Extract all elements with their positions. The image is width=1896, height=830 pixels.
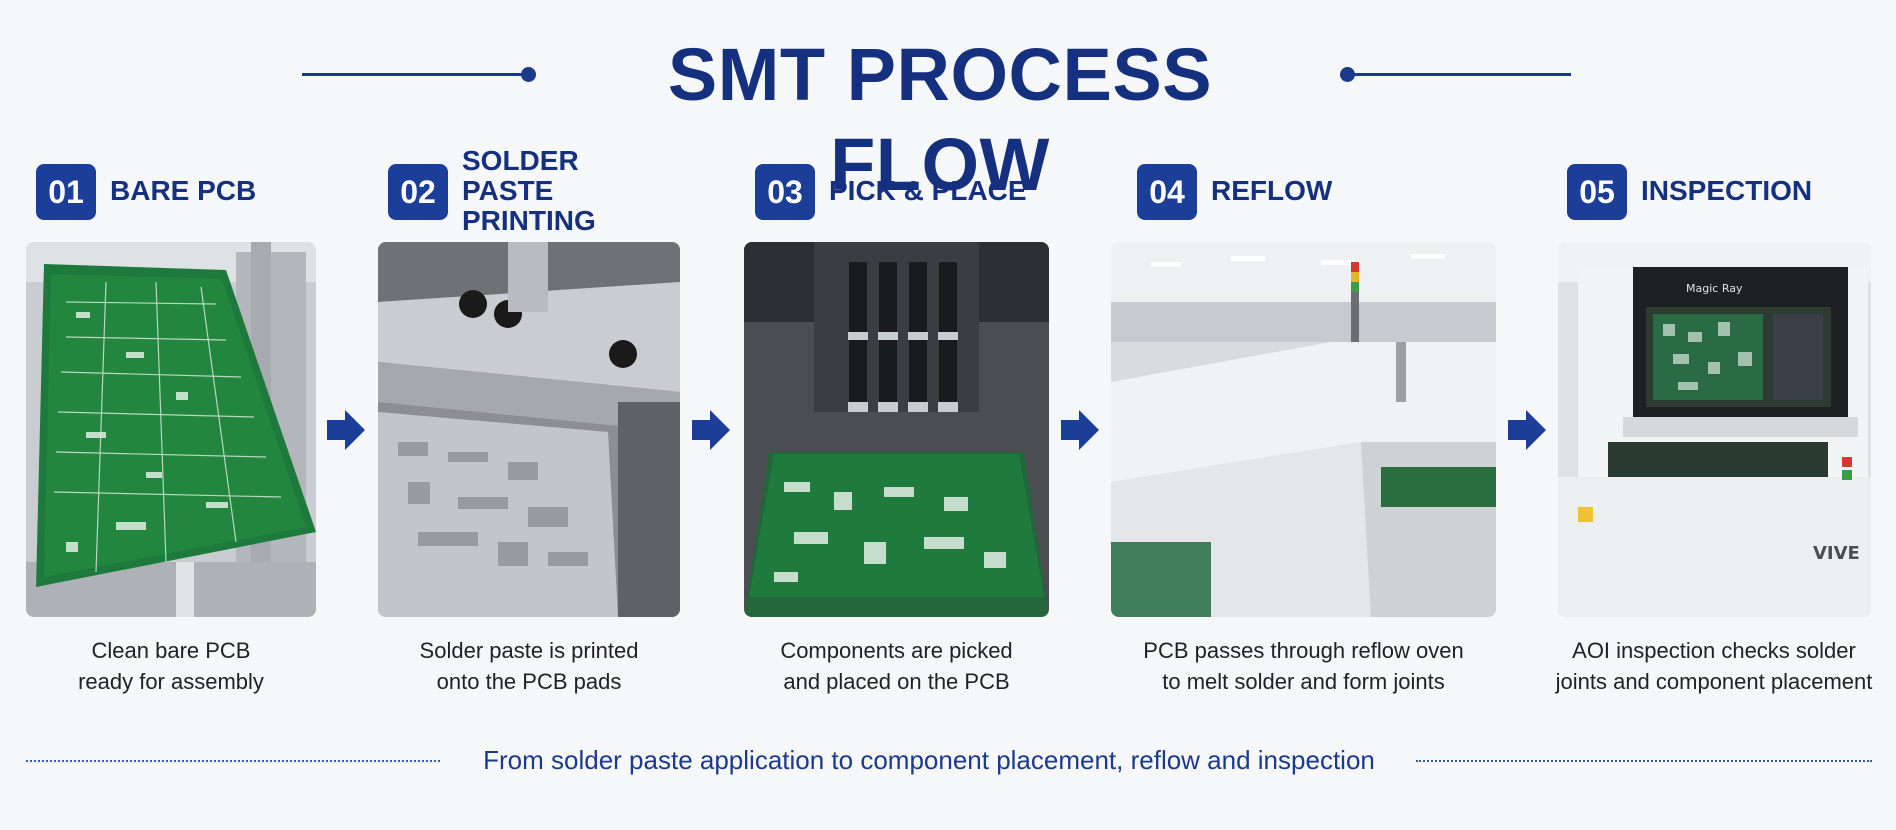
pick-and-place-photo [744, 242, 1049, 617]
caption-line: ready for assembly [78, 669, 264, 694]
header: SMT PROCESS FLOW [0, 30, 1896, 206]
step-caption: AOI inspection checks solder joints and … [1544, 635, 1884, 697]
arrow-right-icon [692, 410, 730, 450]
step-caption: PCB passes through reflow oven to melt s… [1111, 635, 1496, 697]
step-title: INSPECTION [1641, 175, 1813, 206]
step-number-badge: 05 [1567, 164, 1627, 220]
step-title: REFLOW [1211, 175, 1333, 206]
caption-line: Solder paste is printed [419, 638, 639, 663]
caption-line: Components are picked [780, 638, 1013, 663]
caption-line: Clean bare PCB [91, 638, 251, 663]
step-title: PICK & PLACE [829, 175, 1027, 206]
step-title: SOLDER PASTE PRINTING [462, 145, 596, 236]
arrow-right-icon [327, 410, 365, 450]
step-number-badge: 01 [36, 164, 96, 220]
footer-divider-left [26, 760, 440, 762]
caption-line: to melt solder and form joints [1162, 669, 1445, 694]
reflow-oven-photo [1111, 242, 1496, 617]
footer-tagline: From solder paste application to compone… [483, 745, 1375, 775]
aoi-brand-label: Magic Ray [1686, 282, 1743, 295]
arrow-right-icon [1061, 410, 1099, 450]
caption-line: joints and component placement [1555, 669, 1873, 694]
footer-divider-right [1416, 760, 1872, 762]
title-divider-right [1347, 73, 1571, 76]
step-caption: Components are picked and placed on the … [744, 635, 1049, 697]
caption-line: and placed on the PCB [783, 669, 1010, 694]
arrow-right-icon [1508, 410, 1546, 450]
solder-paste-printer-photo [378, 242, 680, 617]
aoi-inspection-photo: Magic Ray VIVE [1558, 242, 1871, 617]
machine-logo: VIVE [1813, 543, 1860, 564]
step-title: BARE PCB [110, 175, 257, 206]
step-caption: Clean bare PCB ready for assembly [26, 635, 316, 697]
caption-line: AOI inspection checks solder [1572, 638, 1856, 663]
caption-line: PCB passes through reflow oven [1143, 638, 1464, 663]
page-title: SMT PROCESS FLOW [667, 33, 1213, 206]
step-number-badge: 04 [1137, 164, 1197, 220]
step-caption: Solder paste is printed onto the PCB pad… [378, 635, 680, 697]
footer: From solder paste application to compone… [0, 740, 1896, 780]
title-divider-left [302, 73, 528, 76]
caption-line: onto the PCB pads [436, 669, 622, 694]
step-number-badge: 02 [388, 164, 448, 220]
bare-pcb-photo [26, 242, 316, 617]
title-dot-left [521, 67, 536, 82]
step-number-badge: 03 [755, 164, 815, 220]
